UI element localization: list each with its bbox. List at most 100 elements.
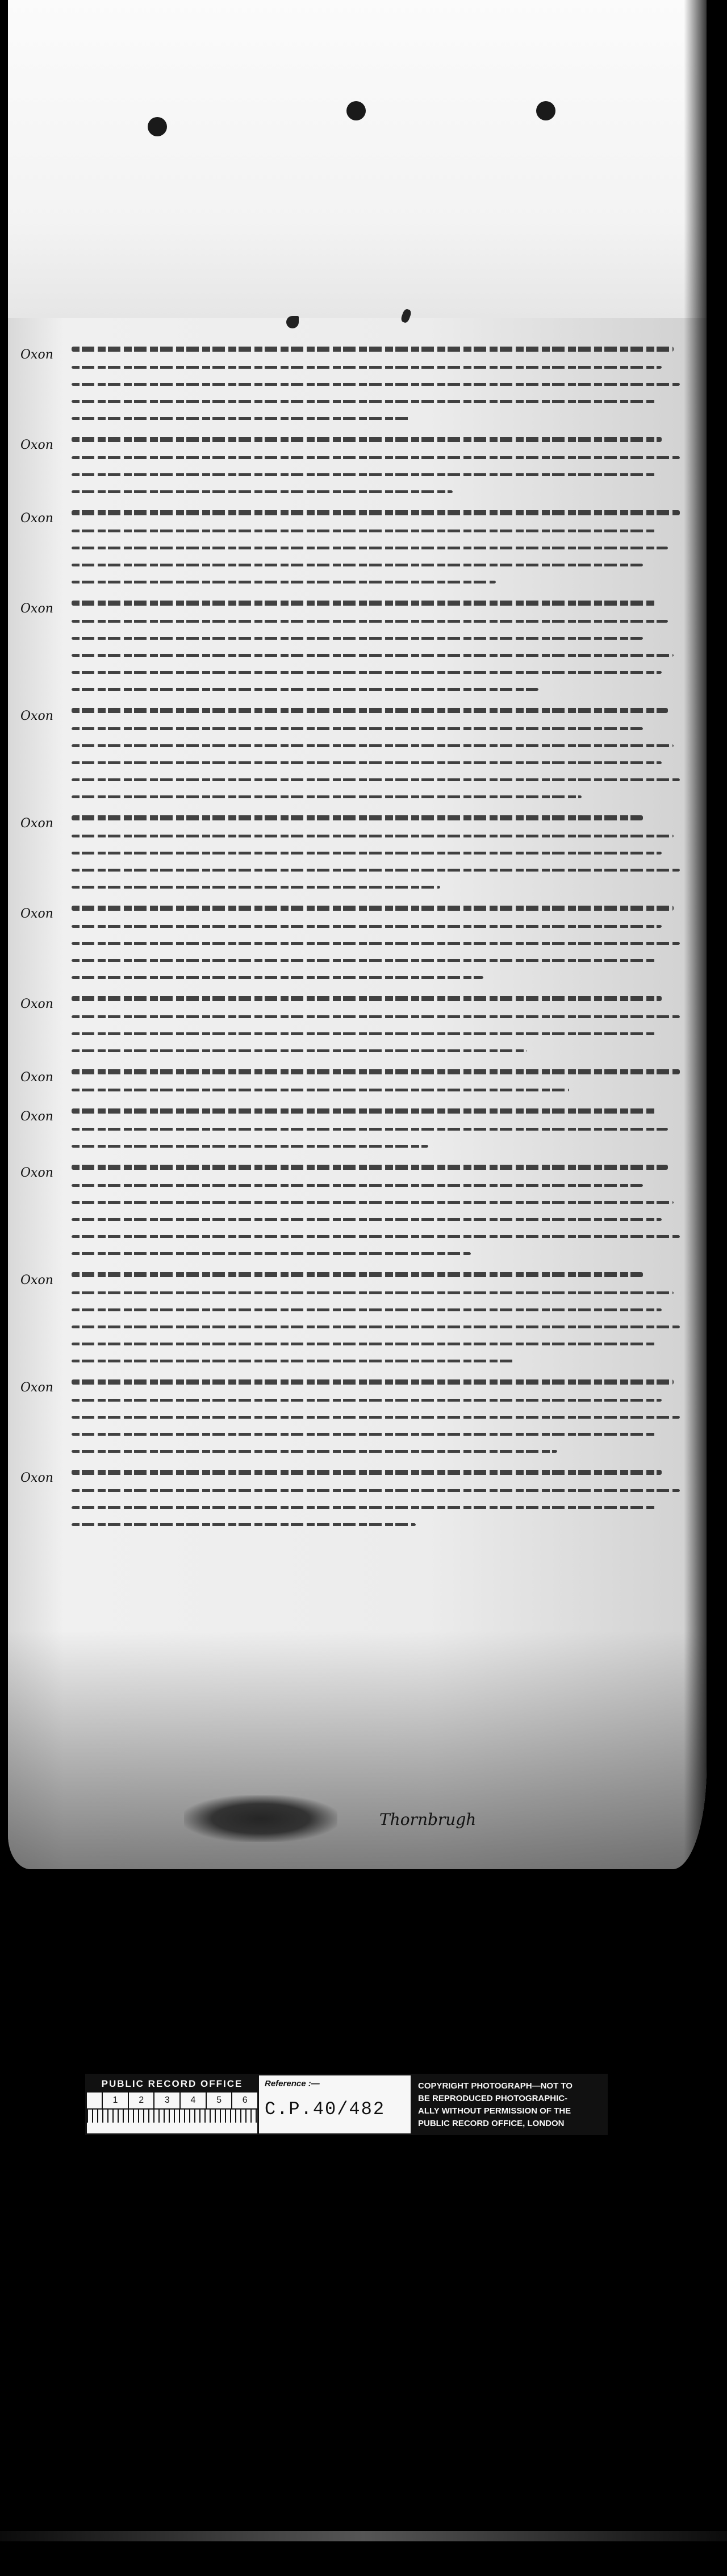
plea-entry: Oxon — [8, 996, 699, 1052]
marginal-county-note: Oxon — [20, 438, 53, 452]
handwritten-line — [72, 795, 582, 798]
handwritten-line — [72, 1416, 680, 1419]
copyright-notice: COPYRIGHT PHOTOGRAPH—NOT TO BE REPRODUCED… — [412, 2075, 606, 2133]
handwritten-line — [72, 417, 410, 420]
handwritten-line — [72, 490, 453, 493]
handwritten-line — [72, 1015, 680, 1018]
scale-number: 3 — [154, 2093, 181, 2108]
handwritten-line — [72, 869, 680, 872]
handwritten-line — [72, 530, 655, 532]
marginal-county-note: Oxon — [20, 1273, 53, 1287]
signatures: Thornbrugh — [8, 1795, 699, 1852]
scale-number: 2 — [129, 2093, 155, 2108]
handwritten-text-block — [72, 601, 686, 691]
handwritten-line — [72, 1523, 416, 1526]
plea-entry: Oxon — [8, 510, 699, 583]
handwritten-text-block — [72, 996, 686, 1052]
handwritten-line — [72, 959, 655, 962]
handwritten-line — [72, 581, 496, 583]
marginal-county-note: Oxon — [20, 709, 53, 723]
handwritten-line — [72, 1291, 674, 1294]
marginal-county-note: Oxon — [20, 1166, 53, 1180]
handwritten-line — [72, 1360, 515, 1362]
handwritten-line — [72, 942, 680, 945]
handwritten-text-block — [72, 1069, 686, 1091]
handwritten-line — [72, 1201, 674, 1204]
handwritten-line — [72, 1069, 680, 1074]
handwritten-line — [72, 1343, 655, 1345]
handwritten-line — [72, 1032, 655, 1035]
marginal-county-note: Oxon — [20, 511, 53, 526]
handwritten-line — [72, 835, 674, 837]
plea-entry: Oxon — [8, 601, 699, 691]
handwritten-line — [72, 637, 644, 640]
handwritten-line — [72, 1325, 680, 1328]
handwritten-line — [72, 601, 655, 606]
handwritten-text-block — [72, 1379, 686, 1453]
handwritten-line — [72, 1184, 644, 1187]
handwritten-text-block — [72, 1165, 686, 1255]
marginal-county-note: Oxon — [20, 907, 53, 921]
scale-number: 4 — [181, 2093, 207, 2108]
reference-panel: Reference :— C.P.40/482 — [259, 2075, 412, 2133]
attorney-signature-mark — [184, 1795, 337, 1842]
filing-hole — [148, 117, 167, 136]
handwritten-line — [72, 510, 680, 515]
handwritten-line — [72, 996, 662, 1001]
copyright-line: BE REPRODUCED PHOTOGRAPHIC- — [418, 2094, 568, 2103]
handwritten-line — [72, 688, 539, 691]
plea-entry: Oxon — [8, 815, 699, 889]
handwritten-line — [72, 1272, 644, 1277]
handwritten-line — [72, 400, 655, 403]
handwritten-line — [72, 1433, 655, 1436]
parchment-membrane — [8, 0, 707, 1869]
handwritten-text-block — [72, 510, 686, 583]
handwritten-line — [72, 366, 662, 369]
handwritten-line — [72, 564, 644, 566]
handwritten-line — [72, 976, 483, 979]
handwritten-line — [72, 654, 674, 657]
scale-ruler — [87, 2110, 257, 2133]
handwritten-line — [72, 852, 662, 855]
scale-number: 6 — [242, 2095, 248, 2105]
reference-title: Reference :— — [265, 2079, 320, 2089]
handwritten-line — [72, 456, 680, 459]
copyright-line: PUBLIC RECORD OFFICE, LONDON — [418, 2119, 565, 2128]
handwritten-line — [72, 815, 644, 820]
handwritten-text-block — [72, 906, 686, 979]
marginal-county-note: Oxon — [20, 1070, 53, 1085]
handwritten-line — [72, 1145, 428, 1148]
handwritten-line — [72, 1235, 680, 1238]
handwritten-line — [72, 1252, 471, 1255]
handwritten-line — [72, 1128, 668, 1131]
reference-value: C.P.40/482 — [265, 2099, 386, 2120]
plea-entry: Oxon — [8, 1108, 699, 1148]
handwritten-line — [72, 778, 680, 781]
handwritten-line — [72, 925, 662, 928]
handwritten-line — [72, 1379, 674, 1385]
membrane-darkened-foot — [8, 1631, 707, 1869]
handwritten-line — [72, 671, 662, 674]
handwritten-line — [72, 1165, 668, 1170]
marginal-county-note: Oxon — [20, 348, 53, 362]
marginal-county-note: Oxon — [20, 997, 53, 1011]
handwritten-line — [72, 1489, 680, 1492]
handwritten-line — [72, 1470, 662, 1475]
copyright-line: COPYRIGHT PHOTOGRAPH—NOT TO — [418, 2081, 573, 2091]
marginal-county-note: Oxon — [20, 816, 53, 831]
plea-entry: Oxon — [8, 1069, 699, 1091]
copyright-line: ALLY WITHOUT PERMISSION OF THE — [418, 2106, 571, 2116]
handwritten-line — [72, 383, 680, 386]
plea-entry: Oxon — [8, 906, 699, 979]
handwritten-line — [72, 1049, 527, 1052]
plea-entry: Oxon — [8, 437, 699, 493]
handwritten-line — [72, 744, 674, 747]
plea-entry: Oxon — [8, 708, 699, 798]
handwritten-line — [72, 347, 674, 352]
handwritten-line — [72, 1089, 570, 1091]
marginal-county-note: Oxon — [20, 1110, 53, 1124]
